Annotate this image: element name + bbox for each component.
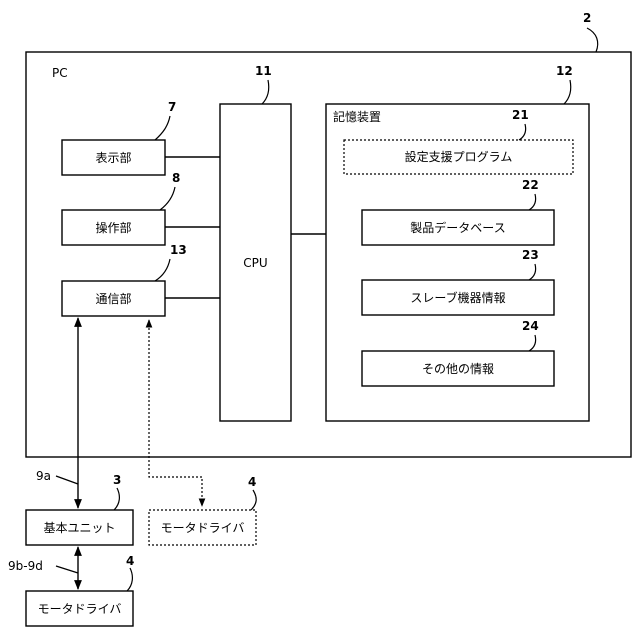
display-ref: 7 <box>168 100 176 114</box>
other-info-ref: 24 <box>522 319 539 333</box>
base-unit-label: 基本ユニット <box>43 521 115 535</box>
cpu-label: CPU <box>243 256 267 270</box>
motor-driver-ref: 4 <box>126 554 134 568</box>
motor-driver-ref-leader <box>127 568 132 591</box>
other-info-label: その他の情報 <box>422 362 494 376</box>
pc-label: PC <box>52 66 68 80</box>
operation-ref: 8 <box>172 171 180 185</box>
slave-info-label: スレーブ機器情報 <box>410 290 505 305</box>
product-db-ref: 22 <box>522 178 539 192</box>
motor-driver-label: モータドライバ <box>38 602 122 616</box>
link-9a-leader <box>56 476 78 484</box>
operation-unit-label: 操作部 <box>95 220 131 235</box>
slave-info-ref: 23 <box>522 248 539 262</box>
base-unit-ref: 3 <box>113 473 121 487</box>
link-9a-label: 9a <box>36 469 51 483</box>
link-9bd-leader <box>56 566 78 573</box>
motor-driver-dashed-ref: 4 <box>248 475 256 489</box>
product-db-label: 製品データベース <box>410 220 505 235</box>
motor-driver-dashed-label: モータドライバ <box>161 521 245 535</box>
comm-ref: 13 <box>170 243 187 257</box>
motor-driver-dashed-ref-leader <box>251 490 256 510</box>
setup-program-label: 設定支援プログラム <box>405 149 513 164</box>
link-9bd-label: 9b-9d <box>8 559 43 573</box>
storage-label: 記憶装置 <box>333 109 381 124</box>
pc-ref: 2 <box>583 11 591 25</box>
comm-unit-label: 通信部 <box>95 291 131 306</box>
setup-program-ref: 21 <box>512 108 529 122</box>
pc-ref-leader <box>587 28 598 52</box>
base-unit-ref-leader <box>114 488 119 510</box>
storage-ref: 12 <box>556 64 573 78</box>
cpu-ref: 11 <box>255 64 272 78</box>
display-unit-label: 表示部 <box>95 150 131 165</box>
